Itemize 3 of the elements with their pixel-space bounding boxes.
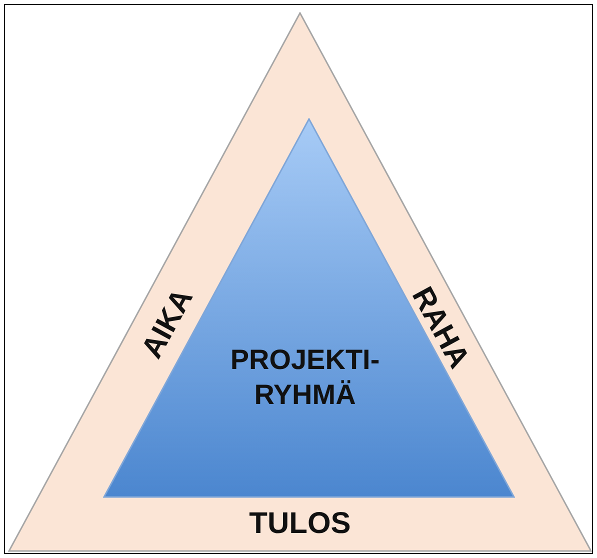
label-text: TULOS [249,506,351,542]
label-text: AIKA [134,282,201,366]
label-text: PROJEKTI- RYHMÄ [229,343,381,412]
